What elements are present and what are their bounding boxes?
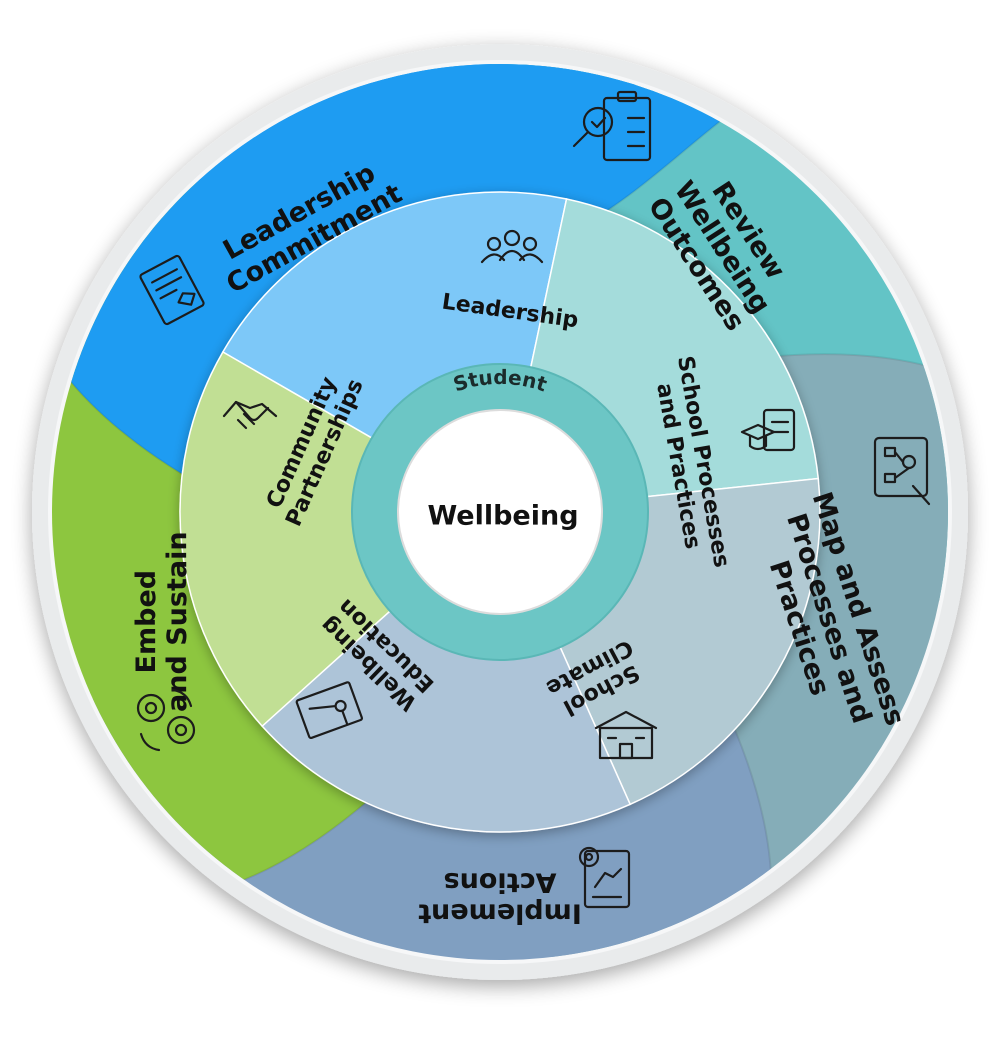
center-circle xyxy=(397,409,603,615)
gear-chart-icon xyxy=(578,846,631,909)
outer-label-implement-actions: ImplementActions xyxy=(418,867,582,929)
outer-label-embed-sustain-line: Embed xyxy=(130,570,161,674)
flowchart-tablet-icon xyxy=(873,436,931,506)
outer-label-embed-sustain: Embedand Sustain xyxy=(130,531,192,712)
people-group-icon xyxy=(480,229,544,264)
inner-segment-community-partnerships xyxy=(179,350,502,728)
handshake-icon xyxy=(222,400,278,430)
svg-text:ImplementActions: ImplementActions xyxy=(418,867,582,929)
clipboard-magnifier-icon xyxy=(572,90,652,162)
signed-document-icon xyxy=(139,254,205,326)
outer-label-implement-actions-line: Implement xyxy=(418,898,582,929)
inner-segment-wellbeing-education xyxy=(261,510,632,833)
teacher-whiteboard-icon xyxy=(295,681,364,740)
school-building-icon xyxy=(594,710,658,760)
outer-label-embed-sustain-line: and Sustain xyxy=(161,531,192,712)
svg-text:Embedand Sustain: Embedand Sustain xyxy=(130,531,192,712)
inner-ring xyxy=(179,191,821,833)
center-label: Wellbeing xyxy=(427,501,578,532)
outer-label-implement-actions-line: Actions xyxy=(444,867,557,898)
cycle-gears-icon xyxy=(136,688,196,752)
graduation-documents-icon xyxy=(740,408,796,452)
